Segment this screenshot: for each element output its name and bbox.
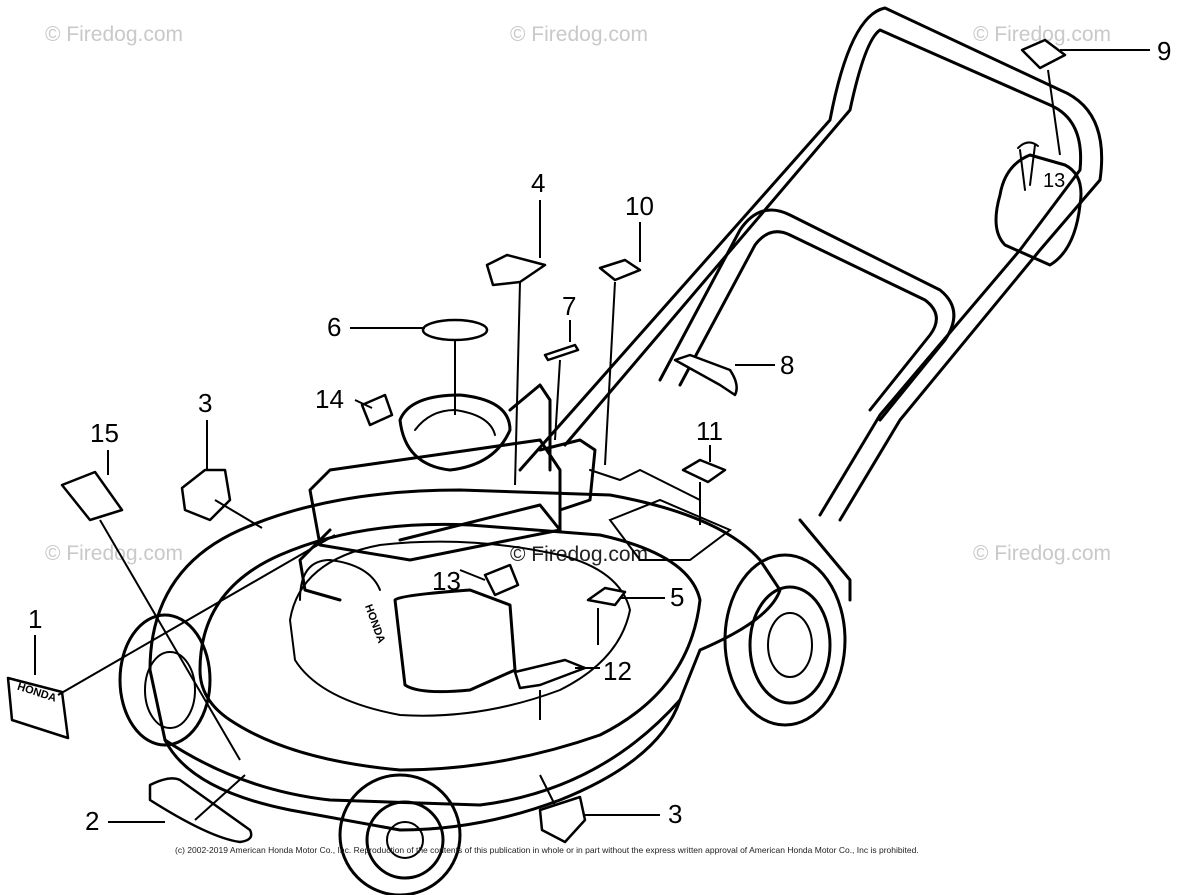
watermark-top-right: © Firedog.com [973, 23, 1111, 46]
callout-2: 2 [85, 806, 99, 836]
decal-6 [421, 318, 489, 342]
handle-outer [518, 6, 1104, 522]
decal-9 [1020, 38, 1067, 70]
callout-1: 1 [28, 604, 42, 634]
copyright-notice: (c) 2002-2019 American Honda Motor Co., … [175, 845, 919, 855]
decal-4 [485, 253, 547, 287]
deck-outer [148, 488, 782, 832]
front-wheel [338, 773, 462, 895]
mower-drawing: HONDA [118, 6, 1104, 895]
decal-8 [673, 353, 738, 397]
left-wheel [118, 613, 212, 747]
engine-label: HONDA [362, 603, 387, 645]
watermark-top-left: © Firedog.com [45, 23, 183, 46]
callout-7: 7 [562, 291, 576, 321]
callout-9: 9 [1157, 36, 1171, 66]
callout-11: 11 [696, 416, 723, 446]
decal-15 [60, 470, 124, 522]
handle-inner [563, 28, 1083, 517]
decal-5 [586, 586, 627, 607]
decal-3-left [180, 468, 232, 522]
deck-skirt [163, 698, 682, 807]
decals: HONDA [6, 38, 1067, 844]
callout-4: 4 [531, 168, 545, 198]
engine: HONDA [298, 383, 597, 694]
decal-12 [513, 658, 587, 690]
throttle-lever [1017, 141, 1039, 191]
deck-groove [288, 540, 632, 717]
decal-13-engine [483, 563, 520, 597]
watermark-mid-right: © Firedog.com [973, 542, 1111, 565]
leader-lines [34, 49, 1150, 823]
decal-1-honda-badge: HONDA [6, 676, 70, 740]
decal-14 [360, 393, 394, 427]
decal-11 [681, 458, 727, 484]
callout-13-engine: 13 [432, 566, 461, 596]
watermark-top-center: © Firedog.com [510, 23, 648, 46]
callout-15: 15 [90, 418, 119, 448]
callout-5: 5 [670, 582, 684, 612]
handle-cross-bar [658, 208, 956, 422]
callout-14: 14 [315, 384, 344, 414]
deck-floor-plate [608, 498, 732, 561]
decal-2 [148, 777, 253, 844]
callout-numbers: 1 2 3 3 4 5 6 7 8 9 10 11 12 13 13 14 15 [28, 36, 1171, 836]
callout-3-left: 3 [198, 388, 212, 418]
handle-cross-bar-inner [678, 230, 938, 412]
callout-6: 6 [327, 312, 341, 342]
watermark-center: © Firedog.com [510, 543, 648, 566]
deck-inner-rim [198, 522, 702, 772]
callout-3-bottom: 3 [668, 799, 682, 829]
decal-3-bottom [538, 795, 587, 844]
callout-10: 10 [625, 191, 654, 221]
decal-10 [598, 258, 642, 282]
throttle-control [994, 153, 1083, 267]
callout-13-handle: 13 [1043, 170, 1065, 192]
watermark-mid-left: © Firedog.com [45, 542, 183, 565]
deck-floor-plate-edge [589, 468, 701, 501]
callout-8: 8 [780, 350, 794, 380]
callout-12: 12 [603, 656, 632, 686]
rear-wheel [723, 518, 852, 727]
decal-7 [543, 343, 580, 362]
